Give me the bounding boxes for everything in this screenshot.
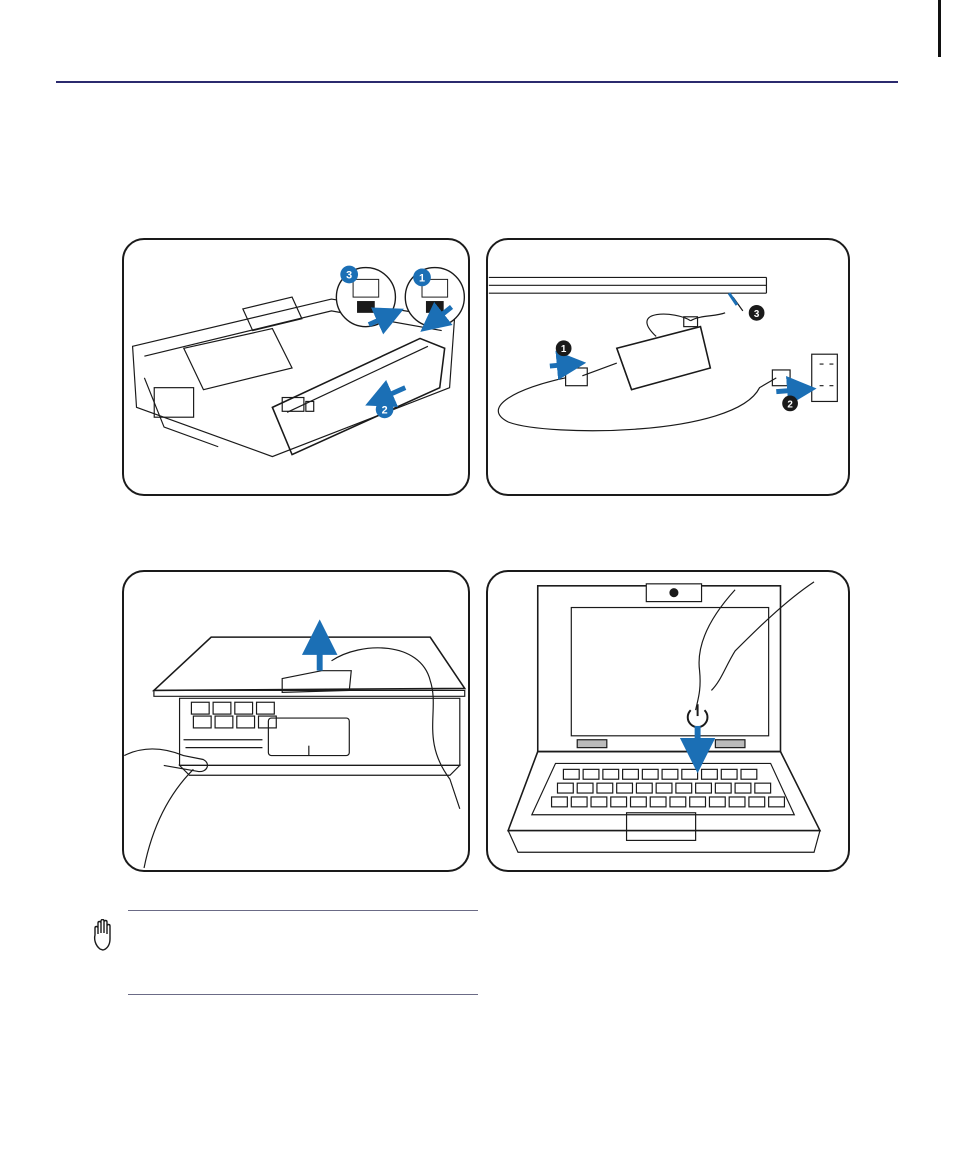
arrow-plug-laptop [729,293,737,305]
step-badge-2: 2 [382,404,388,416]
figure-ac-adapter: 1 2 3 [486,238,850,496]
step-badge-2: 2 [787,399,793,410]
arrow-plug-outlet [776,390,802,392]
note-bottom-rule [128,994,478,995]
step-badge-3: 3 [754,309,760,320]
hand-stop-icon [91,919,121,953]
open-lid-illustration [124,572,468,870]
step-badge-3: 3 [346,269,352,281]
power-icon [688,704,708,727]
battery-illustration: 3 1 2 [124,240,468,494]
note-top-rule [128,910,478,911]
figure-power-on [486,570,850,872]
arrow-plug-cord [550,364,572,366]
page-corner-mark [938,0,941,57]
header-rule [56,81,898,83]
step-badge-1: 1 [419,272,425,284]
step-badge-1: 1 [561,344,567,355]
arrow-insert-battery [379,388,406,400]
adapter-illustration: 1 2 3 [488,240,848,494]
power-on-illustration [488,572,848,870]
figure-open-lid [122,570,470,872]
figure-battery-install: 3 1 2 [122,238,470,496]
